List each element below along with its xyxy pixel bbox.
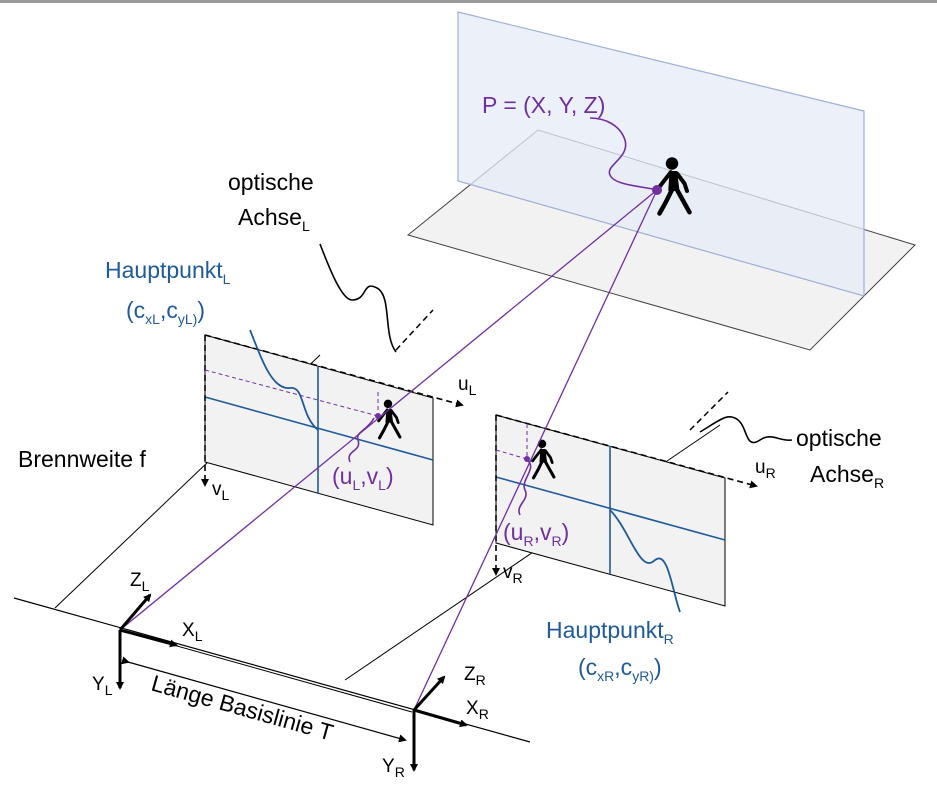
zr-label: ZR [464, 664, 486, 688]
baseline-arrow [121, 656, 407, 743]
principal-right-coords: (cxR,cyR)) [578, 654, 662, 684]
v-left-label: vL [212, 479, 230, 503]
principal-left-coords: (cxL,cyL)) [126, 297, 205, 327]
optical-axis-right-label-2: AchseR [810, 461, 884, 491]
baseline-label: Länge Basislinie T [149, 670, 337, 746]
zl-label: ZL [130, 570, 150, 594]
projection-rays [119, 189, 658, 711]
image-point-right-label: (uR,vR) [503, 519, 569, 549]
optical-axis-left-label-2: AchseL [238, 204, 310, 234]
image-point-left-label: (uL,vL) [332, 463, 394, 493]
image-point-leaders [348, 117, 658, 516]
vertical-plane [457, 11, 865, 297]
u-left-label: uL [458, 374, 477, 398]
yl-label: YL [92, 674, 113, 698]
v-right-label: vR [503, 562, 523, 586]
principal-right-label: HauptpunktR [546, 617, 674, 647]
xr-label: XR [466, 698, 489, 722]
world-scene [406, 11, 916, 351]
left-image-plane [201, 309, 464, 526]
focal-length-label: Brennweite f [18, 446, 146, 472]
right-image-plane [492, 391, 758, 607]
xl-label: XL [182, 620, 203, 644]
right-camera-frame [410, 675, 468, 772]
left-camera-frame [116, 593, 178, 690]
optical-axis-right-label-1: optische [796, 425, 882, 451]
u-right-label: uR [755, 457, 776, 481]
yr-label: YR [382, 756, 405, 780]
optical-axis-leaders [319, 243, 793, 444]
optical-axis-left-label-1: optische [228, 169, 314, 195]
principal-point-leaders [249, 329, 681, 613]
principal-left-label: HauptpunktL [105, 257, 231, 287]
point-p-label: P = (X, Y, Z) [482, 92, 605, 118]
